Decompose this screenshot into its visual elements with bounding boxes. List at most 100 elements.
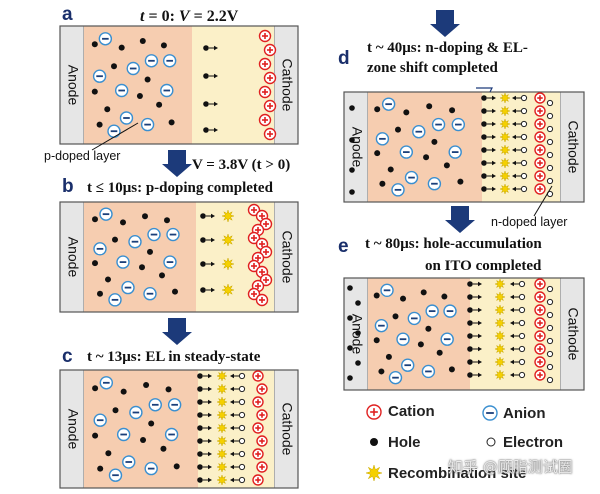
panel-e-hole-3: [420, 289, 427, 296]
panel-d-hole-2: [403, 109, 410, 116]
n-doped-pointer-line: [533, 185, 553, 217]
panel-e-hole-16: [385, 353, 392, 360]
panel-b-hole-arrow-0: [200, 213, 206, 219]
panel-c-hole-arrow-6: [197, 451, 203, 457]
arrow-head: [478, 281, 482, 287]
panel-d-anode-label: Anode: [349, 127, 365, 168]
arrow-head: [510, 281, 514, 287]
arrow-head: [214, 73, 218, 79]
panel-e-star-4: [494, 330, 506, 342]
arrow-head: [230, 425, 234, 431]
arrow-head: [208, 451, 212, 457]
panel-e-hole-arrow-7: [467, 372, 473, 378]
panel-d-star-2: [499, 118, 511, 130]
panel-c-cathode-electrode: [273, 369, 299, 489]
panel-b-hole-7: [112, 236, 118, 243]
panel-a-hole-10: [144, 76, 151, 83]
panel-c-hole-16: [105, 450, 112, 457]
panel-a-hole-3: [139, 38, 146, 44]
panel-d-hole-13: [423, 154, 430, 161]
panel-label-d: d: [338, 48, 350, 69]
arrow-head: [230, 412, 234, 418]
arrow-head: [211, 261, 215, 267]
legend-hole-label: Hole: [388, 434, 421, 451]
panel-d-hole-4: [449, 107, 456, 114]
arrow-head: [230, 451, 234, 457]
arrow-head: [492, 121, 496, 127]
panel-c-electron-1: [238, 385, 246, 393]
arrow-head: [512, 121, 516, 127]
arrow-head: [492, 147, 496, 153]
panel-d-n-electron-0: [546, 99, 554, 107]
arrow-head: [208, 412, 212, 418]
panel-e-hole-2: [400, 295, 407, 302]
panel-d-anode-hole-2: [349, 167, 355, 173]
panel-e-title-line1: t ~ 80μs: hole-accumulation: [365, 236, 542, 252]
arrow-head: [214, 45, 218, 51]
panel-e-n-electron-4: [546, 337, 554, 345]
arrow-head: [492, 108, 496, 114]
panel-d-electron-5: [520, 159, 528, 167]
arrow-head: [512, 186, 516, 192]
panel-c-star-1: [216, 383, 228, 395]
panel-d-hole-arrow-3: [481, 134, 487, 140]
panel-d-intrinsic-region: [482, 92, 560, 202]
arrow-head: [510, 372, 514, 378]
panel-e-hole-arrow-5: [467, 346, 473, 352]
panel-c-electron-6: [238, 450, 246, 458]
panel-d-electron-4: [520, 146, 528, 154]
arrow-head: [208, 399, 212, 405]
panel-label-b: b: [62, 176, 74, 197]
panel-e-n-electron-3: [546, 324, 554, 332]
panel-c-electron-4: [238, 424, 246, 432]
panel-d-anode-hole-0: [349, 105, 355, 111]
panel-d-hole-10: [431, 138, 438, 145]
panel-d-hole-20: [457, 178, 464, 185]
panel-b-hole-2: [120, 219, 126, 226]
panel-c-star-6: [216, 448, 228, 460]
panel-b-hole-18: [97, 290, 103, 297]
panel-a-hole-11: [91, 88, 98, 95]
panel-e-star-0: [494, 278, 506, 290]
panel-c-electron-8: [238, 476, 246, 484]
panel-d-hole-arrow-4: [481, 147, 487, 153]
panel-e-n-electron-1: [546, 298, 554, 306]
panel-d-n-electron-1: [546, 112, 554, 120]
legend-recombination-icon: [365, 464, 383, 482]
arrow-head: [492, 173, 496, 179]
panel-c-hole-arrow-1: [197, 386, 203, 392]
panel-e-electron-3: [518, 319, 526, 327]
legend-electron-label: Electron: [503, 434, 564, 451]
panel-b-hole-arrow-1: [200, 237, 206, 243]
panel-d-hole-16: [387, 166, 394, 173]
arrow-head: [510, 346, 514, 352]
panel-c-hole-15: [160, 445, 167, 452]
n-doped-layer-label: n-doped layer: [491, 215, 568, 229]
panel-a-hole-16: [104, 106, 111, 113]
panel-b-title: t ≤ 10μs: p-doping completed: [87, 180, 273, 196]
transition-arrow-d-e: [445, 206, 475, 233]
panel-c-hole-arrow-2: [197, 399, 203, 405]
panel-e-electron-2: [518, 306, 526, 314]
panel-b-hole-11: [92, 260, 98, 267]
arrow-head: [230, 399, 234, 405]
panel-d-star-5: [499, 157, 511, 169]
panel-a-cathode-label: Cathode: [279, 59, 295, 112]
panel-a-device-frame: [59, 25, 299, 145]
arrow-head: [512, 160, 516, 166]
legend-anion-label: Anion: [503, 405, 546, 422]
panel-e-hole-13: [417, 341, 424, 348]
arrow-head: [214, 127, 218, 133]
panel-c-hole-7: [112, 407, 119, 414]
panel-e-anode-hole-1: [355, 300, 361, 306]
panel-a-cathode-electrode: [273, 25, 299, 145]
panel-e-cathode-label: Cathode: [565, 308, 581, 361]
arrow-head: [211, 213, 215, 219]
panel-d-device-frame: [343, 91, 585, 203]
arrow-head: [510, 359, 514, 365]
panel-a-hole-arrow-1: [203, 73, 209, 79]
arrow-head: [512, 134, 516, 140]
arrow-head: [208, 477, 212, 483]
transition-arrow-c-d: [430, 10, 460, 37]
panel-d-star-4: [499, 144, 511, 156]
